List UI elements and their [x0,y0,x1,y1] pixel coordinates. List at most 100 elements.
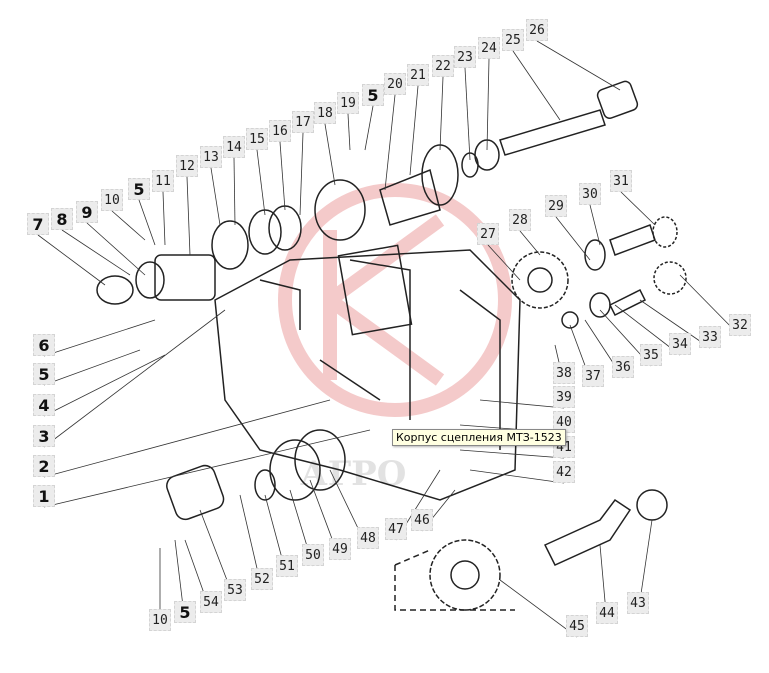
part-label-25[interactable]: 25 [502,29,524,51]
housing [214,244,521,501]
leader-line [469,469,565,484]
gears-bottom [166,429,668,611]
part-label-16[interactable]: 16 [269,120,291,142]
part-label-37[interactable]: 37 [582,365,604,387]
part-label-22[interactable]: 22 [432,55,454,77]
leader-line [409,85,419,176]
part-label-48[interactable]: 48 [357,527,379,549]
leader-line [186,176,191,256]
part-label-12[interactable]: 12 [176,155,198,177]
leader-line [43,349,141,386]
leader-line [364,105,374,151]
part-label-3[interactable]: 3 [33,425,55,447]
part-label-51[interactable]: 51 [276,555,298,577]
part-label-44[interactable]: 44 [596,602,618,624]
leader-line [459,449,565,459]
part-label-15[interactable]: 15 [246,128,268,150]
part-label-17[interactable]: 17 [292,111,314,133]
part-label-11[interactable]: 11 [152,170,174,192]
leader-line [620,191,656,226]
part-label-42[interactable]: 42 [553,461,575,483]
part-label-36[interactable]: 36 [612,356,634,378]
part-label-8[interactable]: 8 [51,208,73,230]
part-label-33[interactable]: 33 [699,326,721,348]
leader-line [555,216,591,261]
part-label-5[interactable]: 5 [174,601,196,623]
leader-line [279,141,286,211]
part-label-10[interactable]: 10 [101,189,123,211]
part-label-18[interactable]: 18 [314,102,336,124]
part-label-5[interactable]: 5 [33,363,55,385]
part-label-14[interactable]: 14 [223,136,245,158]
leader-line [138,199,156,246]
part-label-5[interactable]: 5 [128,178,150,200]
part-label-53[interactable]: 53 [224,579,246,601]
part-label-38[interactable]: 38 [553,362,575,384]
part-label-27[interactable]: 27 [477,223,499,245]
part-label-21[interactable]: 21 [407,64,429,86]
part-label-5[interactable]: 5 [362,84,384,106]
part-label-26[interactable]: 26 [526,19,548,41]
leader-line [324,123,336,186]
part-label-34[interactable]: 34 [669,333,691,355]
part-label-9[interactable]: 9 [76,201,98,223]
leader-line [487,244,521,281]
shaft-assembly-top [96,80,639,305]
watermark-logo [278,183,512,417]
leader-line [43,354,166,417]
part-label-31[interactable]: 31 [610,170,632,192]
part-label-6[interactable]: 6 [33,334,55,356]
leader-line [439,76,444,151]
leader-line [210,167,221,226]
part-label-7[interactable]: 7 [27,213,49,235]
part-label-32[interactable]: 32 [729,314,751,336]
leader-line [233,157,236,226]
leader-line [86,222,146,276]
leader-line [639,299,711,349]
part-label-23[interactable]: 23 [454,46,476,68]
part-label-4[interactable]: 4 [33,394,55,416]
part-label-39[interactable]: 39 [553,386,575,408]
leader-line [589,204,601,246]
part-label-24[interactable]: 24 [478,37,500,59]
leader-line [111,210,146,241]
leader-line [536,40,621,91]
leader-line [43,319,156,357]
leader-line [486,58,490,151]
part-label-54[interactable]: 54 [200,591,222,613]
gears-right [511,216,687,329]
leader-line [384,94,396,191]
leader-line [37,234,106,286]
part-label-46[interactable]: 46 [411,509,433,531]
part-label-29[interactable]: 29 [545,195,567,217]
leader-line [499,579,578,638]
part-label-50[interactable]: 50 [302,544,324,566]
leader-line [519,230,541,256]
part-label-19[interactable]: 19 [337,92,359,114]
part-tooltip: Корпус сцепления МТЗ-1523 [392,429,566,446]
part-label-30[interactable]: 30 [579,183,601,205]
part-label-47[interactable]: 47 [385,518,407,540]
part-label-49[interactable]: 49 [329,538,351,560]
part-label-2[interactable]: 2 [33,455,55,477]
part-label-40[interactable]: 40 [553,411,575,433]
part-label-43[interactable]: 43 [627,592,649,614]
leader-line [43,399,331,478]
leader-line [299,132,304,216]
part-label-20[interactable]: 20 [384,73,406,95]
leader-line [43,309,226,448]
part-label-13[interactable]: 13 [200,146,222,168]
part-label-35[interactable]: 35 [640,344,662,366]
leader-line [43,429,371,508]
leader-line [162,191,166,246]
part-label-52[interactable]: 52 [251,568,273,590]
leader-line [256,149,266,216]
leader-line [61,229,131,276]
part-label-45[interactable]: 45 [566,615,588,637]
part-label-1[interactable]: 1 [33,485,55,507]
part-label-28[interactable]: 28 [509,209,531,231]
leader-line [347,113,351,151]
leader-line [464,67,471,161]
part-label-10[interactable]: 10 [149,609,171,631]
